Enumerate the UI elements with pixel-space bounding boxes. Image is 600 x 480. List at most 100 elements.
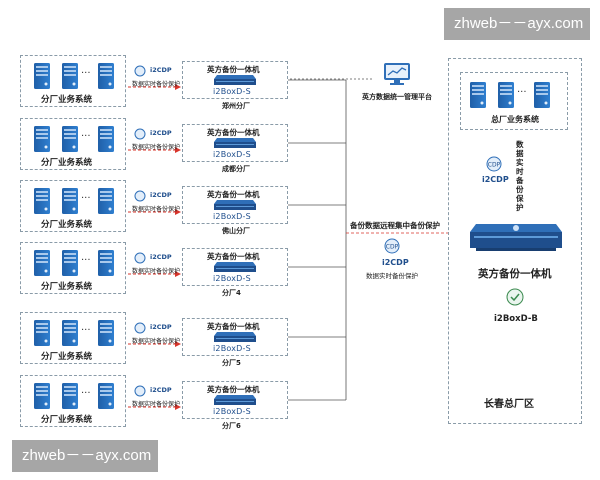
branch-device-model: i2BoxD-S bbox=[213, 87, 251, 96]
branch-site-name: 郑州分厂 bbox=[222, 102, 250, 110]
branch-device-box: 英方备份一体机 i2BoxD-S bbox=[182, 124, 288, 162]
branch-device-box: 英方备份一体机 i2BoxD-S bbox=[182, 186, 288, 224]
server-icon bbox=[98, 63, 114, 89]
server-icon bbox=[98, 188, 114, 214]
hq-server-group: ··· bbox=[467, 79, 563, 111]
server-icon bbox=[62, 63, 78, 89]
hq-system-label: 总厂业务系统 bbox=[491, 115, 539, 124]
branch-device-model: i2BoxD-S bbox=[213, 344, 251, 353]
branch-link-desc: 数据实时备份保护 bbox=[132, 268, 181, 275]
branch-link-protocol: i2CDP bbox=[150, 66, 172, 74]
server-icon bbox=[98, 250, 114, 276]
hq-protocol: i2CDP bbox=[482, 175, 509, 184]
branch-device-model: i2BoxD-S bbox=[213, 407, 251, 416]
ellipsis-icon: ··· bbox=[517, 87, 527, 98]
server-icon bbox=[34, 63, 50, 89]
cdp-icon bbox=[134, 252, 146, 264]
branch-site-name: 分厂6 bbox=[222, 422, 241, 430]
ellipsis-icon: ··· bbox=[81, 68, 91, 79]
server-icon bbox=[34, 126, 50, 152]
backup-appliance-icon bbox=[214, 262, 256, 272]
svg-text:CDP: CDP bbox=[386, 244, 399, 251]
branch-link-protocol: i2CDP bbox=[150, 129, 172, 137]
server-icon bbox=[34, 320, 50, 346]
ellipsis-icon: ··· bbox=[81, 193, 91, 204]
branch-system-box: ···分厂业务系统 bbox=[20, 375, 126, 427]
cdp-icon bbox=[134, 322, 146, 334]
hq-vertical-desc-text: 数据实时备份保护 bbox=[516, 140, 524, 212]
server-icon bbox=[62, 126, 78, 152]
branch-device-title: 英方备份一体机 bbox=[207, 65, 260, 74]
monitor-icon bbox=[384, 63, 410, 85]
branch-site-name: 分厂5 bbox=[222, 359, 241, 367]
branch-device-title: 英方备份一体机 bbox=[207, 322, 260, 331]
server-icon bbox=[62, 250, 78, 276]
server-icon bbox=[470, 82, 486, 108]
ellipsis-icon: ··· bbox=[81, 131, 91, 142]
branch-link-protocol: i2CDP bbox=[150, 253, 172, 261]
backup-appliance-icon bbox=[214, 395, 256, 405]
cdp-icon bbox=[134, 385, 146, 397]
branch-device-title: 英方备份一体机 bbox=[207, 190, 260, 199]
hq-system-box: ··· 总厂业务系统 bbox=[460, 72, 568, 130]
server-icon bbox=[62, 383, 78, 409]
backup-appliance-icon bbox=[470, 224, 562, 251]
cdp-icon bbox=[134, 190, 146, 202]
svg-text:CDP: CDP bbox=[488, 162, 501, 169]
branch-system-label: 分厂业务系统 bbox=[41, 282, 93, 292]
ellipsis-icon: ··· bbox=[81, 255, 91, 266]
branch-link-protocol: i2CDP bbox=[150, 323, 172, 331]
cdp-icon: CDP bbox=[384, 238, 400, 254]
central-link-desc: 数据实时备份保护 bbox=[366, 272, 418, 280]
branch-link-protocol: i2CDP bbox=[150, 386, 172, 394]
device-badge-icon bbox=[506, 288, 524, 306]
branch-device-title: 英方备份一体机 bbox=[207, 128, 260, 137]
branch-system-box: ···分厂业务系统 bbox=[20, 118, 126, 170]
cdp-icon bbox=[134, 65, 146, 77]
server-icon bbox=[534, 82, 550, 108]
branch-link-desc: 数据实时备份保护 bbox=[132, 206, 181, 213]
branch-device-model: i2BoxD-S bbox=[213, 212, 251, 221]
watermark-top: zhweb－－ayx.com bbox=[444, 8, 590, 40]
branch-system-box: ··· 分厂业务系统 bbox=[20, 242, 126, 294]
server-icon bbox=[498, 82, 514, 108]
branch-device-title: 英方备份一体机 bbox=[207, 385, 260, 394]
backup-appliance-icon bbox=[214, 200, 256, 210]
server-icon bbox=[34, 188, 50, 214]
branch-link-desc: 数据实时备份保护 bbox=[132, 144, 181, 151]
server-icon bbox=[34, 383, 50, 409]
branch-device-box: 英方备份一体机 i2BoxD-S bbox=[182, 381, 288, 419]
branch-site-name: 佛山分厂 bbox=[222, 227, 250, 235]
ellipsis-icon: ··· bbox=[81, 325, 91, 336]
hq-device-model: i2BoxD-B bbox=[494, 314, 538, 324]
cdp-icon bbox=[134, 128, 146, 140]
branch-link-desc: 数据实时备份保护 bbox=[132, 81, 181, 88]
branch-system-box: ··· 分厂业务系统 bbox=[20, 55, 126, 107]
branch-link-desc: 数据实时备份保护 bbox=[132, 401, 181, 408]
branch-site-name: 分厂4 bbox=[222, 289, 241, 297]
backup-appliance-icon bbox=[214, 138, 256, 148]
cdp-icon: CDP bbox=[486, 156, 502, 172]
branch-site-name: 成都分厂 bbox=[222, 165, 250, 173]
branch-device-box: 英方备份一体机 i2BoxD-S bbox=[182, 318, 288, 356]
branch-link-protocol: i2CDP bbox=[150, 191, 172, 199]
central-link-protocol: i2CDP bbox=[382, 258, 409, 267]
server-icon bbox=[62, 320, 78, 346]
server-icon bbox=[34, 250, 50, 276]
server-icon bbox=[98, 383, 114, 409]
management-platform-label: 英方数据统一管理平台 bbox=[362, 93, 432, 101]
branch-system-box: ··· 分厂业务系统 bbox=[20, 180, 126, 232]
branch-device-model: i2BoxD-S bbox=[213, 150, 251, 159]
branch-system-label: 分厂业务系统 bbox=[41, 220, 93, 230]
backup-appliance-icon bbox=[214, 75, 256, 85]
hq-device-title: 英方备份一体机 bbox=[478, 268, 552, 280]
branch-system-label: 分厂业务系统 bbox=[41, 352, 93, 362]
branch-system-box: ··· 分厂业务系统 bbox=[20, 312, 126, 364]
branch-system-label: 分厂业务系统 bbox=[41, 95, 93, 105]
branch-device-model: i2BoxD-S bbox=[213, 274, 251, 283]
server-icon bbox=[98, 126, 114, 152]
server-icon bbox=[62, 188, 78, 214]
